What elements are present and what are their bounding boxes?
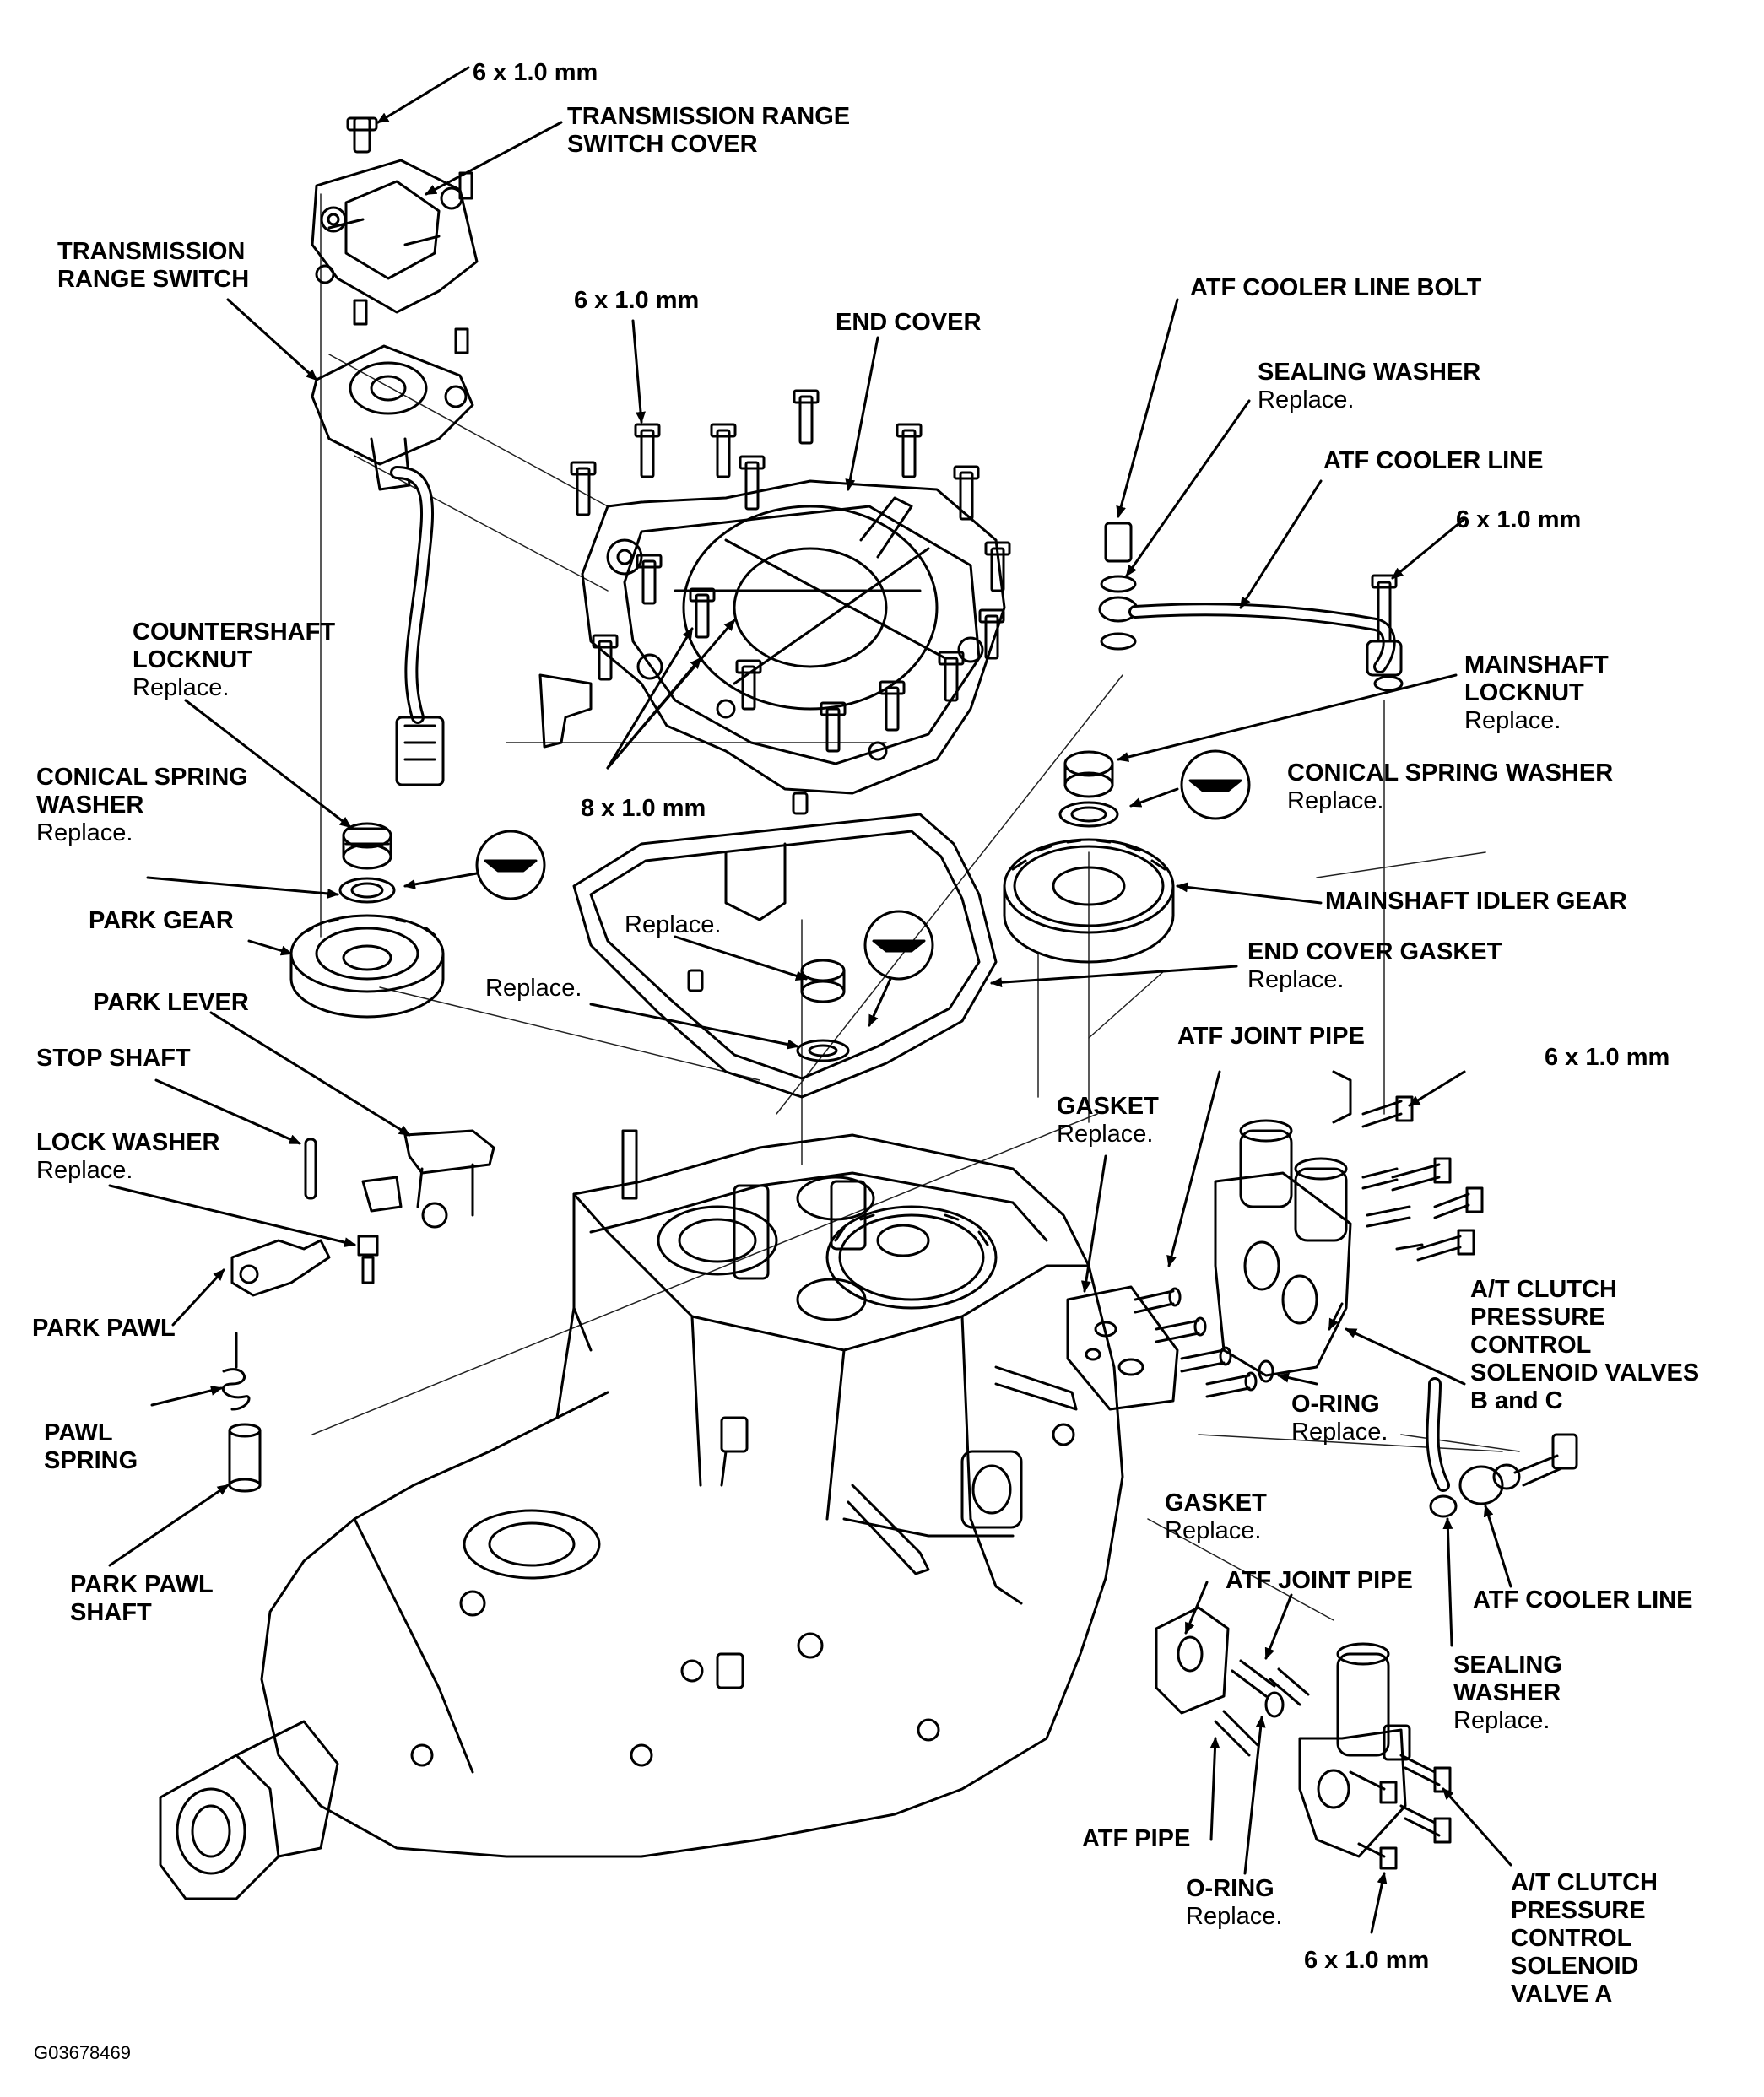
cover-bolts bbox=[353, 171, 473, 354]
differential-flange bbox=[159, 1720, 339, 1900]
figure-id: G03678469 bbox=[34, 2042, 131, 2063]
label-park-gear: PARK GEAR bbox=[89, 907, 234, 934]
mainshaft-idler-gear bbox=[1003, 838, 1175, 964]
label-bolt-6x10-cooler: 6 x 1.0 mm bbox=[1456, 506, 1582, 533]
stop-shaft bbox=[304, 1138, 317, 1200]
end-cover bbox=[581, 479, 1006, 795]
label-stop-shaft: STOP SHAFT bbox=[36, 1045, 191, 1072]
end-cover-gasket bbox=[572, 813, 998, 1099]
label-atf-cooler-line-bottom: ATF COOLER LINE bbox=[1473, 1586, 1693, 1613]
label-bolt-6x10-solenoid-bc: 6 x 1.0 mm bbox=[1545, 1044, 1670, 1071]
label-bolt-6x10-bottom: 6 x 1.0 mm bbox=[1304, 1947, 1430, 1974]
atf-joint-pipes-top bbox=[1134, 1287, 1274, 1398]
label-atf-joint-pipe-bottom: ATF JOINT PIPE bbox=[1226, 1567, 1413, 1594]
lock-washer bbox=[357, 1235, 379, 1284]
label-mainshaft-idler-gear: MAINSHAFT IDLER GEAR bbox=[1325, 888, 1627, 915]
solenoid-bc bbox=[1214, 1070, 1352, 1377]
label-replace-left: Replace. bbox=[485, 975, 582, 1002]
solenoid-a bbox=[1298, 1642, 1411, 1858]
cover-bolt-top bbox=[346, 116, 378, 154]
label-bolt-6x10-endcover: 6 x 1.0 mm bbox=[574, 287, 700, 314]
mainshaft-locknut bbox=[1063, 750, 1114, 798]
label-replace-center: Replace. bbox=[625, 911, 722, 938]
label-bolt-8x10: 8 x 1.0 mm bbox=[581, 795, 706, 822]
countershaft-locknut bbox=[342, 822, 392, 870]
park-gear bbox=[289, 914, 445, 1019]
range-switch-cover bbox=[311, 159, 479, 314]
washer-symbol-left bbox=[475, 830, 546, 900]
atf-joint-pipe-bottom bbox=[1214, 1659, 1310, 1757]
solenoid-bc-gasket bbox=[1066, 1285, 1179, 1411]
center-locknut bbox=[796, 959, 850, 1062]
washer-symbol-center bbox=[863, 910, 934, 981]
range-switch bbox=[311, 344, 474, 786]
dowel-pins bbox=[687, 792, 809, 992]
label-atf-pipe: ATF PIPE bbox=[1082, 1825, 1191, 1852]
bracket-left bbox=[538, 673, 593, 749]
solenoid-a-bolts bbox=[1349, 1754, 1452, 1870]
atf-cooler-line-bottom bbox=[1426, 1377, 1578, 1518]
park-pawl bbox=[230, 1239, 331, 1297]
conical-spring-washer-right bbox=[1058, 801, 1119, 828]
washer-symbol-right bbox=[1180, 749, 1251, 820]
label-atf-cooler-line-bolt: ATF COOLER LINE BOLT bbox=[1190, 274, 1482, 301]
park-lever bbox=[361, 1129, 495, 1229]
end-cover-bolts bbox=[570, 389, 1011, 753]
label-atf-joint-pipe-top: ATF JOINT PIPE bbox=[1177, 1023, 1365, 1050]
atf-cooler-line-top bbox=[1098, 522, 1404, 692]
conical-spring-washer-left bbox=[338, 877, 396, 904]
leader-lines bbox=[108, 66, 1512, 1934]
label-bolt-6x10-top: 6 x 1.0 mm bbox=[473, 59, 598, 86]
solenoid-bc-bolts bbox=[1361, 1095, 1484, 1262]
label-atf-cooler-line-top: ATF COOLER LINE bbox=[1323, 447, 1544, 474]
transmission-case bbox=[260, 1129, 1124, 1858]
solenoid-a-gasket bbox=[1155, 1606, 1230, 1715]
park-pawl-shaft bbox=[228, 1423, 262, 1493]
pawl-spring bbox=[221, 1332, 251, 1411]
label-end-cover: END COVER bbox=[836, 309, 982, 336]
label-park-pawl: PARK PAWL bbox=[32, 1315, 176, 1342]
label-park-lever: PARK LEVER bbox=[93, 989, 249, 1016]
